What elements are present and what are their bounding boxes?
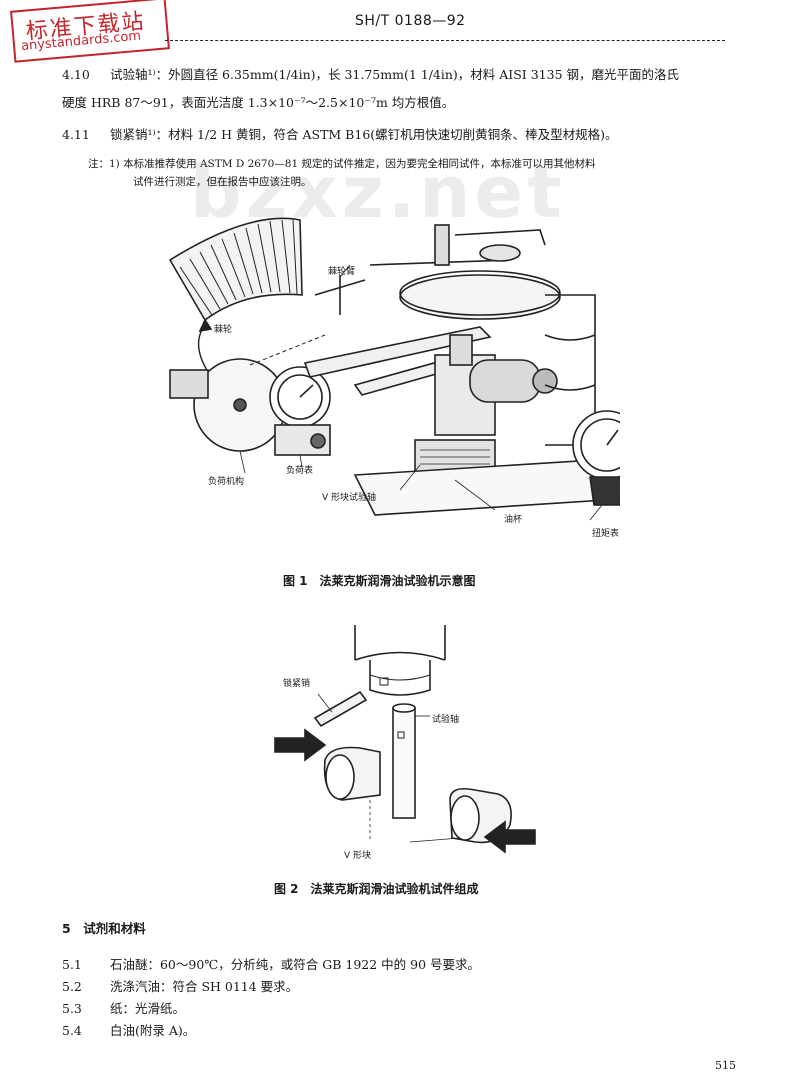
footnote-line2: 试件进行测定，但在报告中应该注明。: [133, 176, 312, 188]
label-oil-cup: 油杯: [504, 515, 523, 525]
item-text: 洗涤汽油：符合 SH 0114 要求。: [109, 979, 299, 994]
header-rule: [165, 40, 725, 41]
item-5-3: 5.3 纸：光滑纸。: [62, 1000, 185, 1018]
clause-number: 4.10: [62, 67, 90, 82]
item-text: 纸：光滑纸。: [109, 1001, 185, 1016]
label-v-block-shaft: V 形块试验轴: [322, 493, 377, 503]
clause-4-11: 4.11 锁紧销¹⁾：材料 1/2 H 黄铜，符合 ASTM B16(螺钉机用快…: [62, 126, 618, 144]
figure-2-caption: 图 2 法莱克斯润滑油试验机试件组成: [274, 882, 479, 896]
label-lock-pin: 锁紧销: [283, 679, 311, 689]
item-text: 白油(附录 A)。: [109, 1023, 196, 1038]
test-specimen-assembly-diagram: [274, 625, 536, 854]
clause-number: 4.11: [62, 127, 90, 142]
clause-4-10-line1: 4.10 试验轴¹⁾：外圆直径 6.35mm(1/4in)，长 31.75mm(…: [62, 66, 679, 84]
standard-code: SH/T 0188—92: [355, 13, 466, 29]
label-test-shaft: 试验轴: [432, 715, 460, 725]
logo-stamp: 标准下载站 anystandards.com: [10, 0, 170, 63]
clause-text: 锁紧销¹⁾：材料 1/2 H 黄铜，符合 ASTM B16(螺钉机用快速切削黄铜…: [109, 127, 618, 142]
item-5-1: 5.1 石油醚：60～90℃，分析纯，或符合 GB 1922 中的 90 号要求…: [62, 956, 480, 974]
label-ratchet-arm: 棘轮臂: [328, 267, 356, 277]
item-number: 5.1: [62, 957, 82, 972]
section-5-heading: 5 试剂和材料: [62, 921, 146, 936]
label-ratchet: 棘轮: [214, 325, 233, 335]
label-torque-gauge: 扭矩表: [592, 529, 620, 539]
item-number: 5.2: [62, 979, 82, 994]
item-number: 5.3: [62, 1001, 82, 1016]
item-text: 石油醚：60～90℃，分析纯，或符合 GB 1922 中的 90 号要求。: [109, 957, 481, 972]
clause-4-10-line2: 硬度 HRB 87～91，表面光洁度 1.3×10⁻⁷～2.5×10⁻⁷m 均方…: [62, 95, 455, 110]
label-load-gauge: 负荷表: [286, 466, 314, 476]
item-number: 5.4: [62, 1023, 82, 1038]
figure-1-caption: 图 1 法莱克斯润滑油试验机示意图: [283, 574, 476, 588]
falex-machine-diagram: [168, 217, 620, 521]
label-v-block: V 形块: [344, 851, 372, 861]
footnote-line1: 注：1) 本标准推荐使用 ASTM D 2670—81 规定的试件推定，因为要完…: [88, 158, 596, 170]
clause-text: 试验轴¹⁾：外圆直径 6.35mm(1/4in)，长 31.75mm(1 1/4…: [109, 67, 680, 82]
label-load-mechanism: 负荷机构: [208, 477, 245, 487]
item-5-2: 5.2 洗涤汽油：符合 SH 0114 要求。: [62, 978, 298, 996]
page-number: 515: [715, 1059, 736, 1072]
watermark: bzxz.net: [190, 150, 566, 234]
item-5-4: 5.4 白油(附录 A)。: [62, 1022, 195, 1040]
